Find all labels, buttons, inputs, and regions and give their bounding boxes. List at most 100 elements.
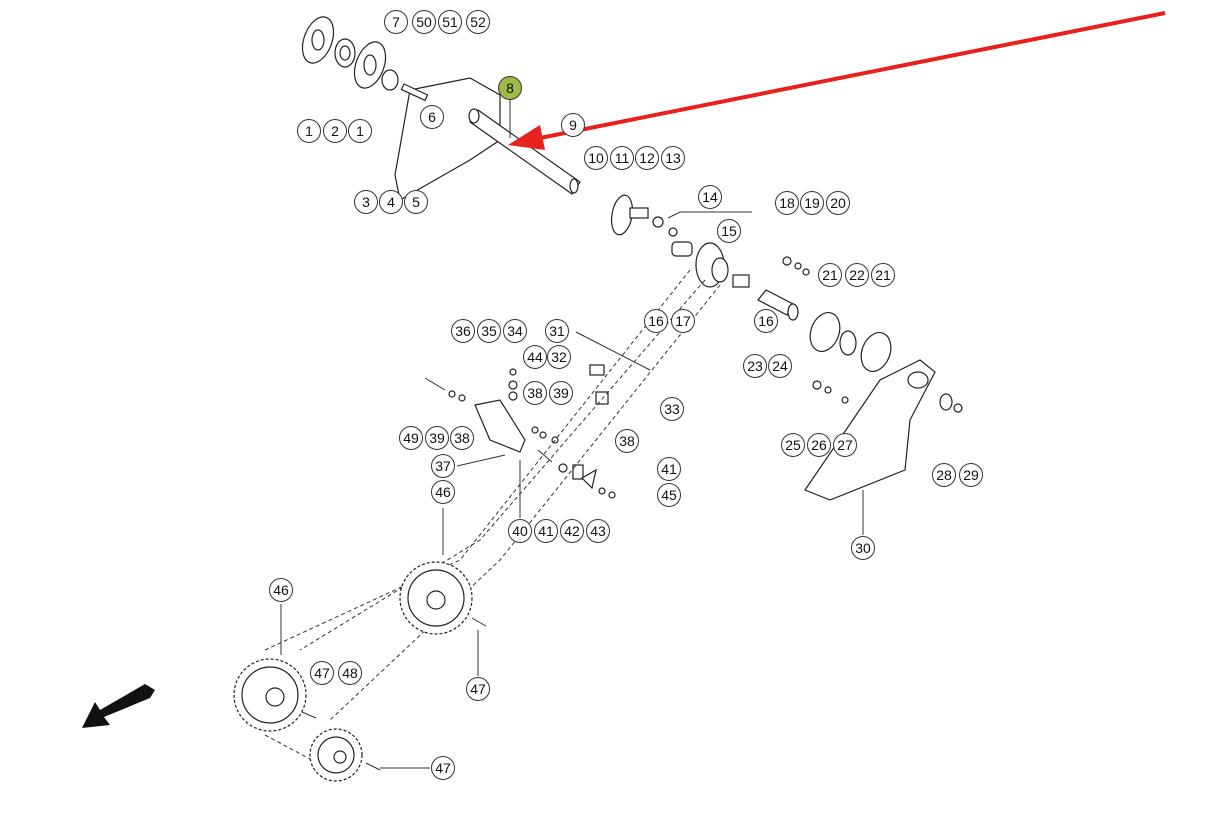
callout-label: 8 <box>506 80 514 96</box>
callout-circle <box>438 10 462 34</box>
callout-circle <box>671 309 695 333</box>
callout-circle <box>826 191 850 215</box>
callout-52: 52 <box>466 10 490 34</box>
callout-39: 39 <box>425 426 449 450</box>
callout-40: 40 <box>508 519 532 543</box>
callout-circle <box>549 381 573 405</box>
callout-circle <box>384 10 408 34</box>
mounting-plate <box>394 77 501 201</box>
sprockets <box>233 561 487 782</box>
callout-circle <box>466 677 490 701</box>
callout-label: 41 <box>538 523 554 539</box>
callout-circle <box>781 433 805 457</box>
callout-circle <box>610 146 634 170</box>
callout-label: 42 <box>564 523 580 539</box>
callout-label: 40 <box>512 523 528 539</box>
callout-label: 46 <box>435 484 451 500</box>
callout-circle <box>523 381 547 405</box>
callout-label: 6 <box>428 109 436 125</box>
callout-circle <box>523 345 547 369</box>
callout-22: 22 <box>845 263 869 287</box>
callout-13: 13 <box>661 146 685 170</box>
callout-3: 3 <box>354 190 378 214</box>
callout-label: 16 <box>648 313 664 329</box>
callout-12: 12 <box>635 146 659 170</box>
callout-label: 47 <box>314 665 330 681</box>
callout-41: 41 <box>534 519 558 543</box>
chain-guard <box>804 359 963 501</box>
red-indicator-arrow <box>508 11 1166 150</box>
callout-label: 26 <box>811 437 827 453</box>
callout-47: 47 <box>431 756 455 780</box>
callout-label: 43 <box>590 523 606 539</box>
callout-16: 16 <box>754 309 778 333</box>
callout-label: 47 <box>470 681 486 697</box>
callout-38: 38 <box>523 381 547 405</box>
callout-7: 7 <box>384 10 408 34</box>
callout-circle <box>477 319 501 343</box>
callout-circle <box>657 457 681 481</box>
callout-circle <box>661 146 685 170</box>
callout-30: 30 <box>851 536 875 560</box>
callout-label: 12 <box>639 150 655 166</box>
callout-circle <box>657 483 681 507</box>
callout-label: 1 <box>356 123 364 139</box>
pulley-hub <box>610 194 799 321</box>
callout-circle <box>775 191 799 215</box>
callout-label: 1 <box>305 123 313 139</box>
callout-label: 23 <box>747 358 763 374</box>
chain <box>264 269 721 776</box>
callout-circle <box>545 319 569 343</box>
callout-label: 41 <box>661 461 677 477</box>
callout-20: 20 <box>826 191 850 215</box>
callout-circle <box>269 578 293 602</box>
callout-circle <box>399 426 423 450</box>
callout-circle <box>451 319 475 343</box>
callout-circle <box>420 105 444 129</box>
callout-circle <box>498 76 522 100</box>
callout-label: 19 <box>804 195 820 211</box>
callout-circle <box>800 191 824 215</box>
callout-38: 38 <box>450 426 474 450</box>
callout-26: 26 <box>807 433 831 457</box>
callout-circle <box>560 519 584 543</box>
callout-circle <box>310 661 334 685</box>
callout-50: 50 <box>412 10 436 34</box>
callout-16: 16 <box>644 309 668 333</box>
callout-circle <box>932 463 956 487</box>
callout-21: 21 <box>818 263 842 287</box>
callout-label: 34 <box>507 323 523 339</box>
callout-label: 50 <box>416 14 432 30</box>
callout-label: 9 <box>569 117 577 133</box>
callout-label: 4 <box>387 194 395 210</box>
callout-circle <box>561 113 585 137</box>
direction-arrow-icon <box>82 684 155 728</box>
leader-lines <box>280 100 864 769</box>
tensioner-parts <box>424 364 616 499</box>
callout-label: 39 <box>429 430 445 446</box>
callout-label: 22 <box>849 267 865 283</box>
callout-39: 39 <box>549 381 573 405</box>
callout-circle <box>431 756 455 780</box>
callout-label: 32 <box>551 349 567 365</box>
callout-circle <box>323 119 347 143</box>
callout-label: 38 <box>619 433 635 449</box>
callout-31: 31 <box>545 319 569 343</box>
callout-36: 36 <box>451 319 475 343</box>
callout-4: 4 <box>379 190 403 214</box>
callout-circle <box>348 119 372 143</box>
callout-label: 31 <box>549 323 565 339</box>
callout-label: 2 <box>331 123 339 139</box>
callout-label: 38 <box>527 385 543 401</box>
callout-label: 20 <box>830 195 846 211</box>
callout-circle <box>845 263 869 287</box>
callout-27: 27 <box>833 433 857 457</box>
callout-label: 27 <box>837 437 853 453</box>
callout-circle <box>851 536 875 560</box>
bearing-flange-parts <box>301 16 399 91</box>
callout-5: 5 <box>404 190 428 214</box>
callout-46: 46 <box>431 480 455 504</box>
callout-circle <box>508 519 532 543</box>
callout-label: 47 <box>435 760 451 776</box>
callout-10: 10 <box>584 146 608 170</box>
